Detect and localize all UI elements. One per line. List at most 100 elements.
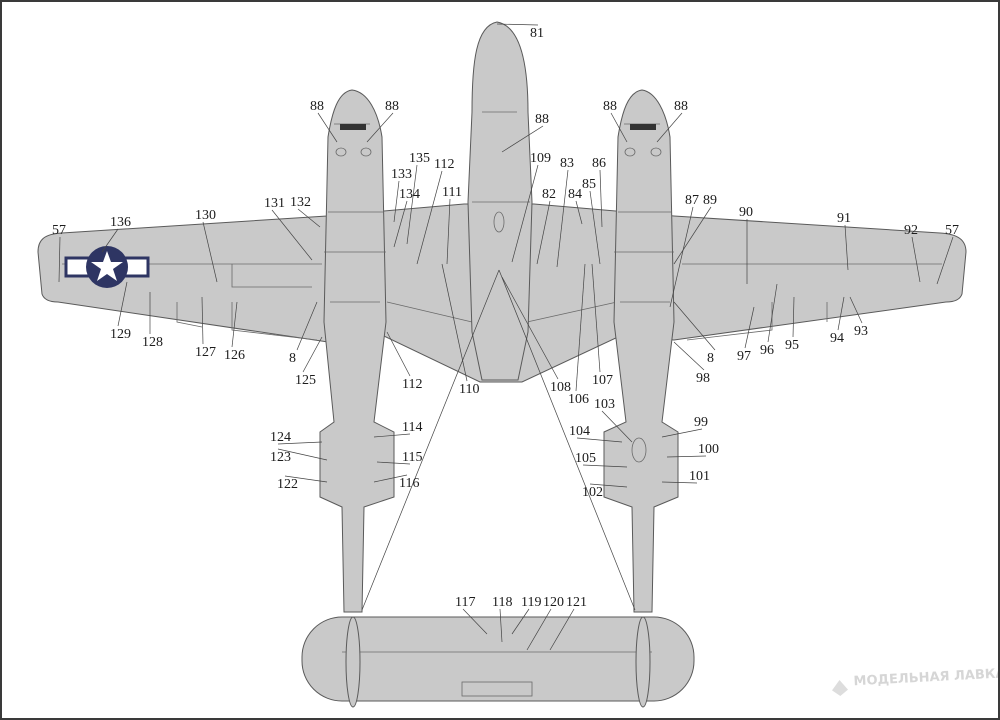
callout-number: 101 (689, 469, 710, 484)
leader-line (601, 410, 633, 443)
leader-line (556, 169, 569, 268)
callout-number: 87 (685, 193, 699, 208)
leader-line (661, 428, 703, 438)
right-fin (635, 616, 651, 708)
callout-number: 135 (409, 151, 430, 166)
leader-line (526, 608, 552, 651)
leader-line (386, 331, 411, 377)
national-insignia (64, 246, 150, 288)
callout-number: 103 (594, 397, 615, 412)
leader-line (501, 276, 559, 380)
leader-line (576, 437, 623, 443)
leader-line (661, 481, 698, 484)
leader-line (549, 608, 575, 651)
callout-number: 133 (391, 167, 412, 182)
leader-line (441, 263, 468, 382)
callout-number: 129 (110, 327, 131, 342)
leader-line (911, 236, 921, 283)
gondola-hatch (493, 211, 505, 233)
right-nacelle (603, 89, 679, 613)
leader-line (202, 221, 218, 283)
leader-line (792, 296, 795, 338)
callout-number: 136 (110, 215, 131, 230)
leader-line (277, 441, 323, 445)
leader-line (511, 608, 530, 635)
leader-line (599, 169, 603, 228)
elevator-tab (461, 681, 533, 697)
leader-line (496, 23, 539, 26)
callout-number: 121 (566, 595, 587, 610)
callout-number: 110 (459, 382, 479, 397)
callout-number: 86 (592, 156, 606, 171)
callout-number: 100 (698, 442, 719, 457)
leader-line (271, 209, 313, 261)
leader-line (416, 170, 443, 265)
callout-number: 91 (837, 211, 851, 226)
callout-number: 134 (399, 187, 420, 202)
leader-line (462, 608, 488, 635)
callout-number: 88 (674, 99, 688, 114)
leader-line (767, 283, 778, 343)
horizontal-stabilizer (301, 616, 695, 702)
leader-line (284, 475, 328, 483)
antenna-wire (361, 269, 500, 611)
watermark-logo: МОДЕЛЬНАЯ ЛАВКА (832, 666, 1000, 696)
callout-number: 122 (277, 477, 298, 492)
leader-line (317, 112, 338, 143)
callout-number: 83 (560, 156, 574, 171)
leader-line (58, 236, 61, 283)
watermark-text: МОДЕЛЬНАЯ ЛАВКА (853, 666, 1000, 689)
callout-number: 123 (270, 450, 291, 465)
leader-line (575, 263, 586, 392)
callout-number: 82 (542, 187, 556, 202)
callout-number: 130 (195, 208, 216, 223)
callout-number: 85 (582, 177, 596, 192)
callout-number: 125 (295, 373, 316, 388)
callout-number: 93 (854, 324, 868, 339)
leader-line (669, 206, 694, 308)
leader-line (575, 200, 583, 225)
leader-line (393, 180, 400, 223)
callout-number: 114 (402, 420, 422, 435)
left-fin (345, 616, 361, 708)
leader-line (277, 448, 328, 461)
callout-number: 109 (530, 151, 551, 166)
leader-line (610, 112, 628, 143)
leader-line (849, 296, 863, 324)
leader-line (373, 433, 411, 438)
callout-number: 104 (569, 424, 590, 439)
leader-line (582, 464, 628, 468)
callout-number: 8 (707, 351, 714, 366)
leader-line (373, 474, 408, 483)
antenna-wire (498, 269, 636, 611)
callout-number: 132 (290, 195, 311, 210)
leader-line (231, 301, 238, 348)
callout-number: 89 (703, 193, 717, 208)
leader-line (117, 281, 128, 327)
callout-number: 115 (402, 450, 422, 465)
callout-number: 99 (694, 415, 708, 430)
leader-line (302, 336, 323, 373)
callout-number: 116 (399, 476, 419, 491)
leader-line (673, 301, 716, 351)
leader-line (666, 455, 707, 458)
callout-number: 131 (264, 196, 285, 211)
callout-number: 117 (455, 595, 475, 610)
callout-number: 119 (521, 595, 541, 610)
callout-number: 112 (402, 377, 422, 392)
callout-number: 84 (568, 187, 582, 202)
leader-line (589, 483, 628, 488)
leader-line (366, 112, 394, 143)
callout-number: 107 (592, 373, 613, 388)
leader-line (393, 200, 408, 248)
flap-line (231, 264, 312, 288)
callout-number: 98 (696, 371, 710, 386)
leader-line (501, 125, 544, 153)
aileron-line (686, 302, 828, 341)
leader-line (499, 608, 503, 643)
leader-line (744, 306, 755, 349)
callout-number: 88 (603, 99, 617, 114)
